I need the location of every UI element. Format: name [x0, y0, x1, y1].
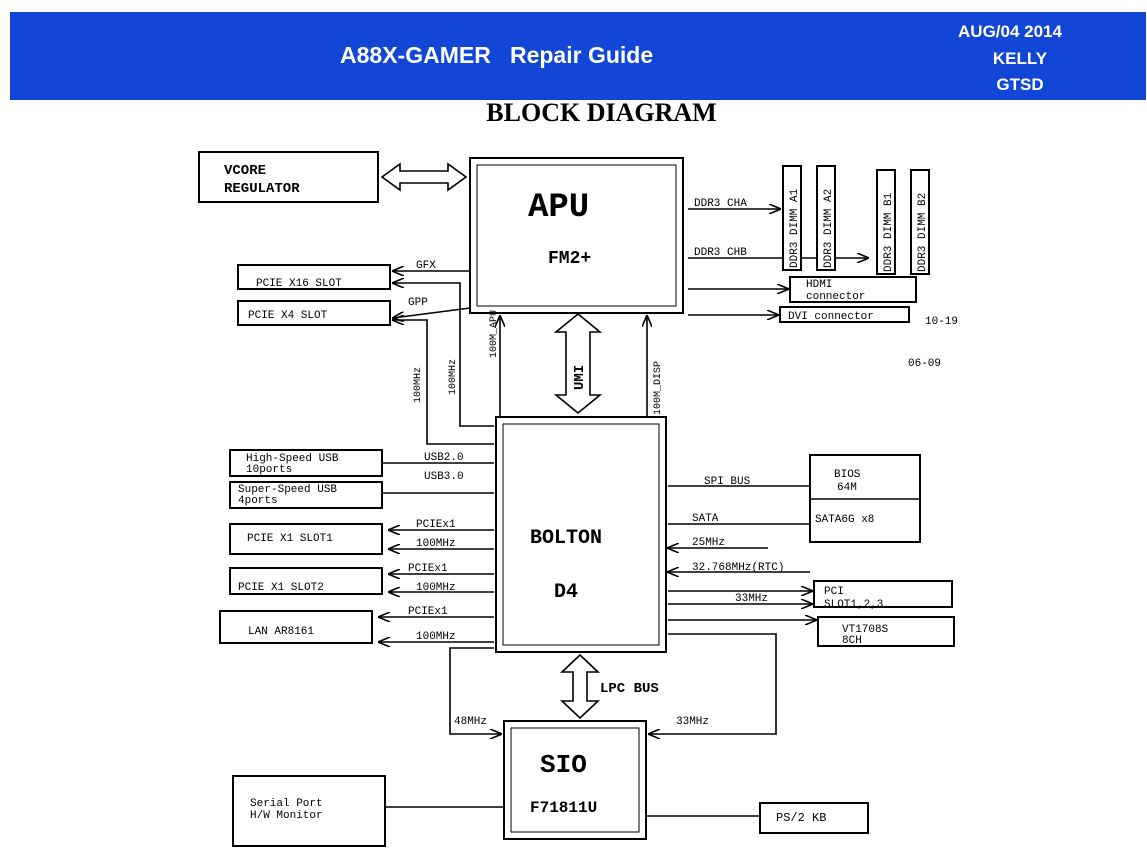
pci-slot-block: PCI SLOT1,2,3 — [813, 580, 953, 611]
bolton-block: BOLTON D4 — [495, 416, 667, 653]
sata-label: SATA — [692, 513, 719, 525]
usb20-label: USB2.0 — [424, 452, 464, 464]
header-banner: A88X-GAMER Repair Guide AUG/04 2014 KELL… — [10, 12, 1146, 100]
lpc-bus-label: LPC BUS — [600, 681, 659, 697]
dimm-slot-b1: DDR3 DIMM B1 — [876, 169, 896, 275]
vcore-apu-arrow — [380, 162, 468, 192]
apu-block: APU FM2+ — [469, 157, 684, 314]
mhz48-line — [449, 647, 501, 734]
bolton-title: BOLTON — [530, 527, 602, 550]
gfx-label: GFX — [416, 260, 436, 272]
rtc-label: 32.768MHz(RTC) — [692, 562, 784, 574]
dimm-a2-label: DDR3 DIMM A2 — [823, 189, 835, 268]
sio-title: SIO — [540, 750, 587, 780]
pcie-x4-label: PCIE X4 SLOT — [248, 310, 328, 322]
mhz48-label: 48MHz — [454, 716, 487, 728]
clk-100mhz-b-label: 100MHz — [448, 359, 459, 395]
note-06-09: 06-09 — [908, 358, 941, 370]
ddr3-cha-label: DDR3 CHA — [694, 198, 747, 210]
gpp-label: GPP — [408, 297, 428, 309]
apu-model: FM2+ — [548, 249, 591, 269]
dvi-connector-block: DVI connector — [779, 306, 910, 323]
pcie-x16-label: PCIE X16 SLOT — [256, 278, 342, 290]
mhz100-2-label: 100MHz — [416, 582, 456, 594]
bios-label: BIOS — [834, 469, 861, 481]
bolton-model: D4 — [554, 581, 578, 604]
sata-device-label: SATA6G x8 — [815, 514, 874, 526]
usb-ss-label-2: 4ports — [238, 495, 278, 507]
mhz33-pci-label: 33MHz — [735, 593, 768, 605]
vcore-regulator-block: VCORE REGULATOR — [198, 151, 379, 203]
dimm-slot-b2: DDR3 DIMM B2 — [910, 169, 930, 275]
doc-author: KELLY — [992, 49, 1048, 68]
audio-label-2: 8CH — [842, 635, 862, 647]
apu-title: APU — [528, 189, 589, 227]
usb-high-speed-block: High-Speed USB 10ports — [229, 449, 383, 477]
clk-100m-disp-label: 100M_DISP — [653, 361, 664, 415]
pcie-x1-slot1-block: PCIE X1 SLOT1 — [229, 523, 383, 555]
clk-100mhz-x4-line — [393, 320, 494, 445]
dimm-a1-label: DDR3 DIMM A1 — [789, 188, 801, 268]
vcore-label-1: VCORE — [224, 163, 266, 179]
vcore-label-2: REGULATOR — [224, 181, 300, 197]
pcie-x4-block: PCIE X4 SLOT — [237, 300, 391, 326]
mhz100-3-label: 100MHz — [416, 631, 456, 643]
umi-arrow — [553, 312, 603, 415]
serial-label-1: Serial Port — [250, 798, 323, 810]
lan-label: LAN AR8161 — [248, 626, 314, 638]
pcie-x1-slot2-block: PCIE X1 SLOT2 — [229, 567, 383, 595]
pciex1-1-label: PCIEx1 — [416, 519, 456, 531]
lpc-bus-arrow — [559, 653, 601, 720]
doc-dept: GTSD — [996, 75, 1044, 94]
usb-hs-label-2: 10ports — [246, 464, 292, 476]
ddr3-chb-label: DDR3 CHB — [694, 247, 747, 259]
dimm-slot-a2: DDR3 DIMM A2 — [816, 165, 836, 271]
dimm-b1-label: DDR3 DIMM B1 — [883, 192, 895, 272]
note-10-19: 10-19 — [925, 316, 958, 328]
serial-port-block: Serial Port H/W Monitor — [232, 775, 386, 847]
gpp-line — [393, 307, 471, 318]
clk-100mhz-a-label: 100MHz — [413, 367, 424, 403]
usb30-label: USB3.0 — [424, 471, 464, 483]
audio-codec-block: VT1708S 8CH — [817, 616, 955, 647]
sio-model: F71811U — [530, 799, 597, 817]
usb-ss-label-1: Super-Speed USB — [238, 484, 337, 496]
hdmi-label-1: HDMI — [806, 279, 832, 291]
sio-block: SIO F71811U — [503, 720, 647, 840]
clk-100m-apu-label: 100M_APU — [489, 310, 500, 358]
mhz25-label: 25MHz — [692, 537, 725, 549]
hdmi-label-2: connector — [806, 291, 865, 303]
mhz33-sio-line — [649, 633, 777, 734]
usb-hs-label-1: High-Speed USB — [246, 453, 339, 465]
spi-bus-label: SPI BUS — [704, 476, 751, 488]
pci-slot-label-1: PCI — [824, 586, 844, 598]
clk-100mhz-x16-line — [393, 283, 494, 427]
umi-label: UMI — [572, 365, 588, 390]
audio-label-1: VT1708S — [842, 624, 889, 636]
ps2-label: PS/2 KB — [776, 811, 826, 825]
pciex1-3-label: PCIEx1 — [408, 606, 448, 618]
pci-slot-label-2: SLOT1,2,3 — [824, 599, 883, 611]
dvi-label: DVI connector — [788, 311, 874, 323]
page-heading: BLOCK DIAGRAM — [486, 98, 717, 127]
dimm-b2-label: DDR3 DIMM B2 — [917, 193, 929, 272]
mhz33-sio-label: 33MHz — [676, 716, 709, 728]
pcie-x1-slot2-label: PCIE X1 SLOT2 — [238, 582, 324, 594]
doc-title: A88X-GAMER Repair Guide — [340, 42, 654, 68]
bios-size-label: 64M — [837, 482, 857, 494]
usb-super-speed-block: Super-Speed USB 4ports — [229, 481, 383, 509]
pcie-x1-slot1-label: PCIE X1 SLOT1 — [247, 533, 333, 545]
doc-date: AUG/04 2014 — [958, 22, 1062, 41]
bios-sata-block: BIOS 64M SATA6G x8 — [809, 454, 921, 543]
pcie-x16-block: PCIE X16 SLOT — [237, 264, 391, 290]
ps2-kb-block: PS/2 KB — [759, 802, 869, 834]
serial-label-2: H/W Monitor — [250, 810, 323, 822]
lan-block: LAN AR8161 — [219, 610, 373, 644]
hdmi-connector-block: HDMI connector — [789, 276, 917, 303]
dimm-slot-a1: DDR3 DIMM A1 — [782, 165, 802, 271]
mhz100-1-label: 100MHz — [416, 538, 456, 550]
pciex1-2-label: PCIEx1 — [408, 563, 448, 575]
